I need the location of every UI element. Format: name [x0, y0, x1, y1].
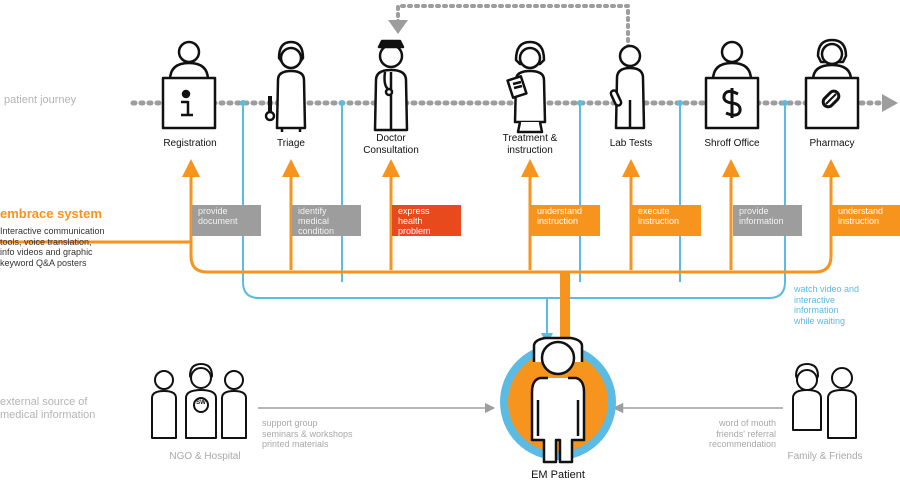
station-label-shroff-office: Shroff Office [704, 138, 760, 149]
thermometer-icon [264, 96, 276, 122]
action-box-understand-instruction-2: understand instruction [832, 205, 900, 236]
station-doctor [373, 39, 409, 132]
return-loop-arrowhead [388, 20, 408, 34]
clipboard-icon [506, 75, 528, 99]
family-sources-note: word of mouth friends' referral recommen… [708, 418, 776, 450]
information-icon [181, 89, 193, 117]
station-label-treatment: Treatment & instruction [502, 133, 558, 156]
station-label-triage: Triage [277, 138, 305, 149]
station-registration [161, 40, 217, 130]
blue-dots [240, 100, 788, 106]
watch-video-note: watch video and interactive information … [794, 284, 860, 326]
station-lab-tests [609, 44, 646, 130]
action-box-express-problem: express health problem [392, 205, 461, 236]
em-patient-figure [530, 336, 586, 464]
family-friends-label: Family & Friends [787, 451, 863, 462]
action-box-identify-condition: identify medical condition [292, 205, 361, 236]
pill-icon [821, 89, 841, 109]
station-shroff-office [704, 40, 760, 130]
station-treatment [506, 40, 547, 134]
station-label-lab-tests: Lab Tests [609, 138, 653, 149]
test-tube-icon [609, 89, 623, 107]
station-triage [264, 40, 307, 132]
em-patient-label: EM Patient [531, 469, 585, 481]
station-label-pharmacy: Pharmacy [809, 138, 855, 149]
ngo-sources-note: support group seminars & workshops print… [262, 418, 353, 450]
stethoscope-icon [383, 71, 394, 97]
action-box-execute-instruction: execute instruction [632, 205, 701, 236]
blue-connection-network [242, 103, 786, 333]
family-friends-group [792, 363, 857, 439]
embrace-system-description: Interactive communication tools, voice t… [0, 226, 105, 268]
orange-trunk [560, 272, 570, 342]
embrace-system-title: embrace system [0, 206, 102, 221]
ngo-hospital-group [151, 363, 247, 439]
station-pharmacy [804, 38, 860, 130]
action-box-provide-document: provide document [192, 205, 261, 236]
patient-journey-label: patient journey [4, 94, 77, 106]
dollar-icon [722, 88, 742, 118]
return-loop-line [396, 4, 630, 50]
orange-connection-network [0, 159, 840, 274]
action-box-provide-information: provide information [733, 205, 802, 236]
patient-journey-arrowhead [882, 94, 898, 112]
external-source-label: external source of medical information [0, 396, 96, 421]
action-box-understand-instruction-1: understand instruction [531, 205, 600, 236]
station-label-registration: Registration [163, 138, 217, 149]
sw-badge: SW [196, 400, 206, 406]
station-label-doctor: Doctor Consultation [363, 133, 419, 156]
ngo-hospital-label: NGO & Hospital [169, 451, 241, 462]
